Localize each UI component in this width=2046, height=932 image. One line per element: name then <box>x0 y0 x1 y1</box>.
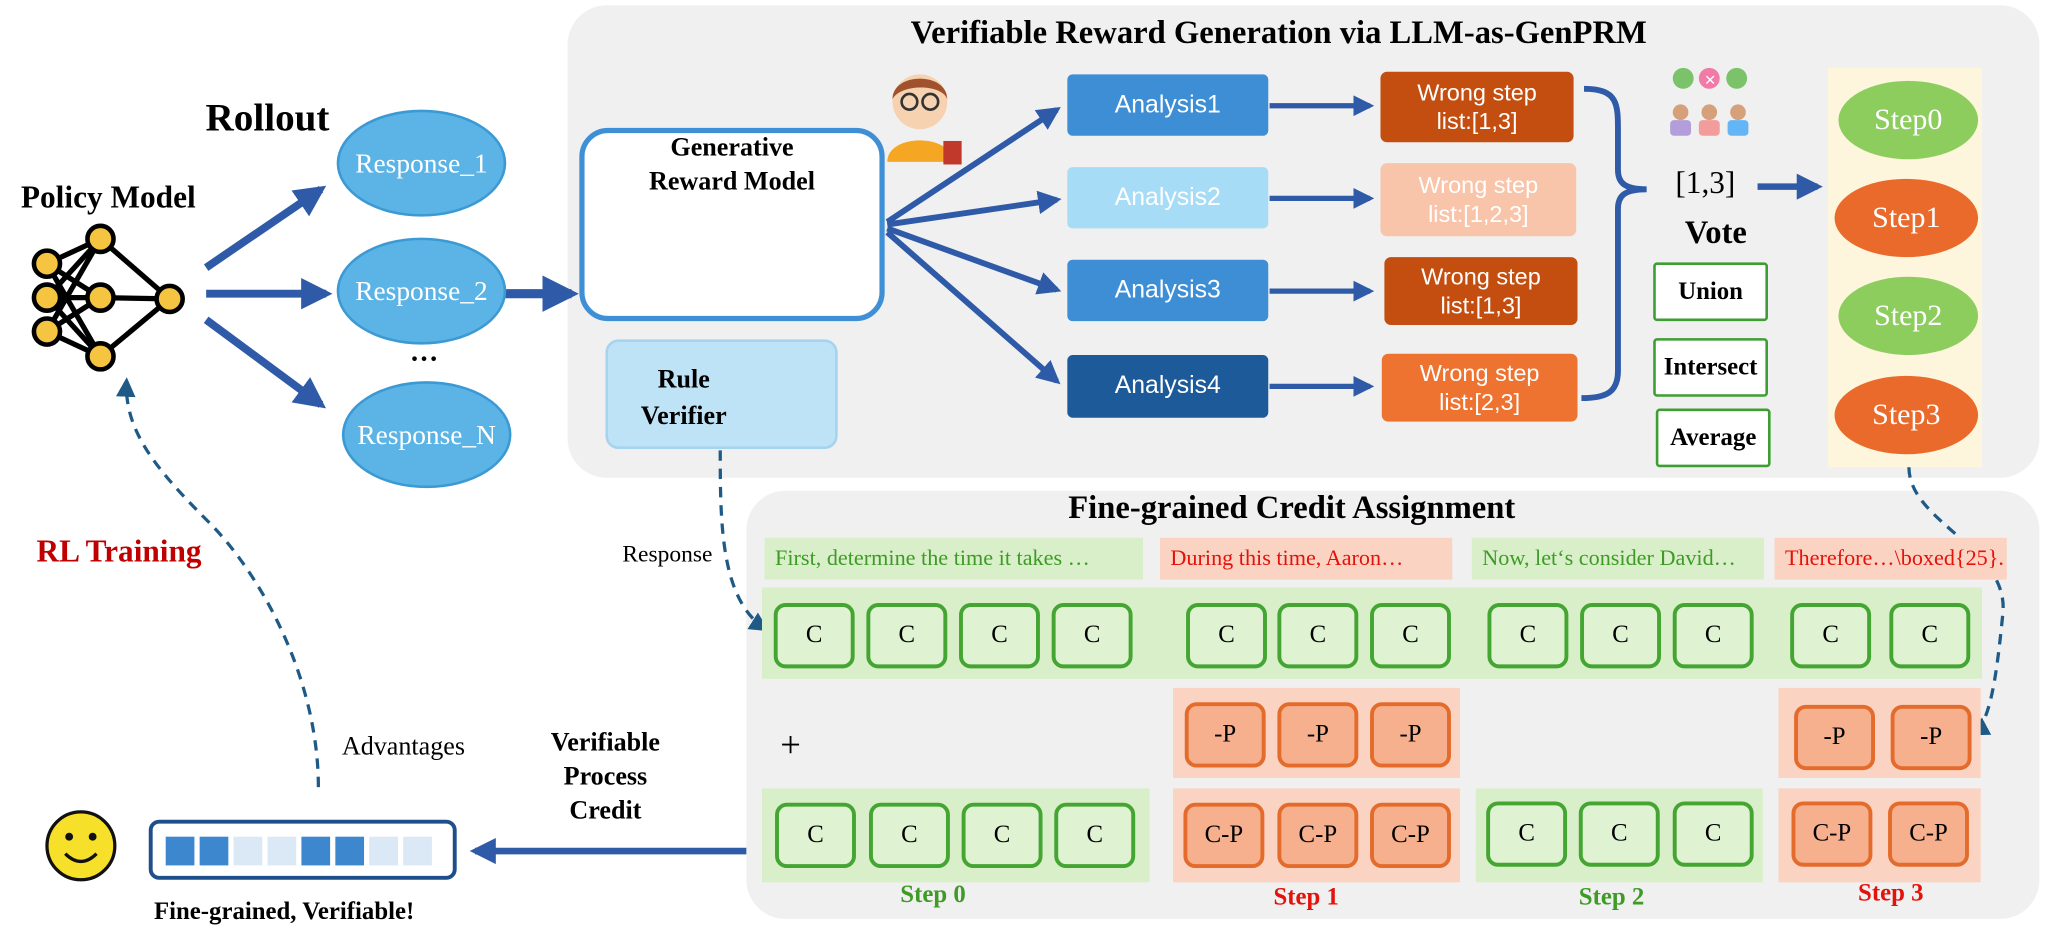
fine-grained-verifiable-label: Fine-grained, Verifiable! <box>153 898 415 926</box>
step-text-3: Therefore…\boxed{25}. <box>1774 537 2007 580</box>
penalty-box: -P <box>1184 702 1266 768</box>
credit-box: C <box>1672 801 1754 867</box>
credit-box: C <box>1889 603 1971 669</box>
credit-box: C <box>959 603 1040 669</box>
brace-icon <box>1581 85 1647 402</box>
credit-box: C <box>868 802 950 869</box>
penalty-box: -P <box>1277 702 1359 768</box>
vote-result: [1,3] <box>1675 167 1736 202</box>
credit-box: C <box>1186 603 1267 669</box>
penalty-box: -P <box>1794 704 1875 771</box>
verifiable-process-credit-label: Verifiable Process Credit <box>550 728 661 825</box>
response-1: Response_1 <box>336 109 507 217</box>
analysis-1: Analysis1 <box>1067 74 1269 136</box>
rollout-title: Rollout <box>205 96 330 140</box>
credit-box: C <box>773 603 855 669</box>
response-ellipsis: ··· <box>409 341 439 375</box>
vote-title: Vote <box>1684 215 1747 251</box>
grm-label: Generative Reward Model <box>648 133 815 196</box>
policy-model-title: Policy Model <box>20 181 196 216</box>
response-arrow-label: Response <box>622 540 713 567</box>
step-3: Step3 <box>1834 375 1979 455</box>
credit-box: C <box>1277 603 1359 669</box>
generative-reward-model <box>579 127 885 322</box>
vote-union-option[interactable]: Union <box>1653 262 1769 322</box>
analysis-2: Analysis2 <box>1067 167 1269 229</box>
credit-box: C <box>1486 801 1568 867</box>
credit-minus-penalty-box: C-P <box>1888 801 1969 867</box>
teacher-icon <box>887 74 962 165</box>
svg-text:✕: ✕ <box>1704 73 1716 89</box>
credit-box: C <box>961 802 1043 869</box>
step-label-1: Step 1 <box>1273 883 1339 912</box>
wrong-list-2: Wrong step list:[1,2,3] <box>1380 163 1577 237</box>
rl-training-label: RL Training <box>36 535 202 570</box>
voters-icon: ✕ <box>1670 67 1749 136</box>
credit-minus-penalty-box: C-P <box>1277 802 1359 869</box>
wrong-list-1: Wrong step list:[1,3] <box>1380 71 1574 143</box>
credit-box: C <box>1790 603 1872 669</box>
step-text-2: Now, let‘s consider David… <box>1471 537 1765 580</box>
step-label-2: Step 2 <box>1578 883 1645 912</box>
penalty-box: -P <box>1890 704 1972 771</box>
credit-box: C <box>1578 801 1660 867</box>
credit-box: C <box>1487 603 1569 669</box>
wrong-list-3: Wrong step list:[1,3] <box>1384 257 1578 326</box>
analysis-4: Analysis4 <box>1067 355 1269 418</box>
smiley-face-icon <box>45 810 117 882</box>
plus-sign: + <box>780 725 801 767</box>
rule-verifier <box>605 339 838 450</box>
credit-box: C <box>1580 603 1662 669</box>
credit-box: C <box>775 802 856 869</box>
credit-minus-penalty-box: C-P <box>1791 801 1873 867</box>
rule-verifier-label: Rule Verifier <box>640 365 727 431</box>
credit-box: C <box>1370 603 1451 669</box>
credit-minus-penalty-box: C-P <box>1370 802 1451 869</box>
analysis-3: Analysis3 <box>1067 259 1269 322</box>
credit-box: C <box>866 603 948 669</box>
step-label-0: Step 0 <box>900 881 966 909</box>
reward-title: Verifiable Reward Generation via LLM-as-… <box>910 15 1647 51</box>
vote-average-option[interactable]: Average <box>1655 408 1771 468</box>
credit-box: C <box>1054 802 1136 869</box>
advantages-label: Advantages <box>341 732 466 761</box>
advantage-bar <box>148 819 457 880</box>
penalty-box: -P <box>1370 702 1451 768</box>
credit-minus-penalty-box: C-P <box>1183 802 1265 869</box>
step-1: Step1 <box>1834 178 1979 258</box>
step-text-1: During this time, Aaron… <box>1159 537 1453 580</box>
step-text-0: First, determine the time it takes … <box>764 537 1144 580</box>
step-2: Step2 <box>1838 276 1979 356</box>
credit-box: C <box>1672 603 1754 669</box>
wrong-list-4: Wrong step list:[2,3] <box>1381 353 1578 422</box>
response-2: Response_2 <box>336 237 507 345</box>
credit-title: Fine-grained Credit Assignment <box>1068 490 1516 527</box>
step-label-3: Step 3 <box>1858 879 1924 908</box>
response-n: Response_N <box>341 381 512 489</box>
credit-box: C <box>1051 603 1133 669</box>
step-0: Step0 <box>1838 80 1979 160</box>
vote-intersect-option[interactable]: Intersect <box>1653 338 1769 397</box>
